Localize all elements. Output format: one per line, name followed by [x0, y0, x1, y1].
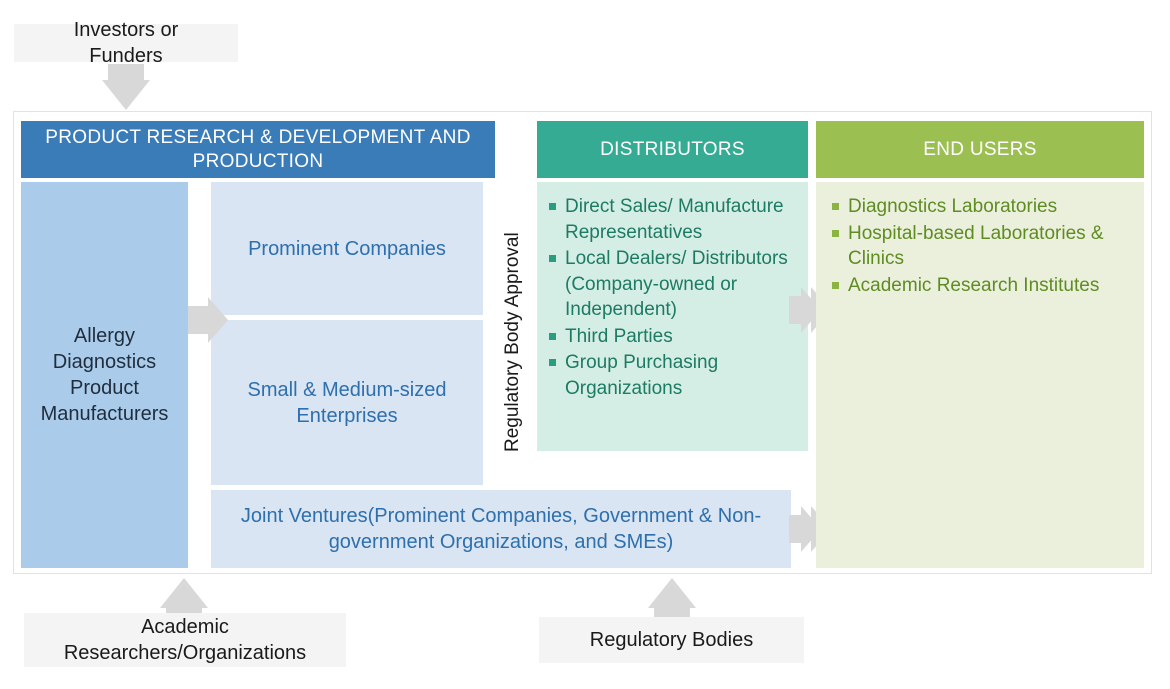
- block-joint-ventures: Joint Ventures(Prominent Companies, Gove…: [211, 490, 791, 568]
- column-header-end-users-label: END USERS: [923, 138, 1037, 160]
- panel-end-users: Diagnostics Laboratories Hospital-based …: [816, 182, 1144, 568]
- list-item: Third Parties: [547, 324, 798, 350]
- list-item: Hospital-based Laboratories & Clinics: [830, 221, 1134, 272]
- block-prominent-companies-label-wrap: Prominent Companies: [211, 182, 483, 315]
- block-joint-ventures-label: Joint Ventures(Prominent Companies, Gove…: [240, 505, 762, 553]
- panel-distributors: Direct Sales/ Manufacture Representative…: [537, 182, 808, 451]
- list-item: Direct Sales/ Manufacture Representative…: [547, 194, 798, 245]
- investors-or-funders-box: Investors or Funders: [14, 19, 238, 67]
- arrow-academic-up: [160, 578, 208, 624]
- block-prominent-companies-label: Prominent Companies: [248, 237, 446, 260]
- academic-researchers-box: Academic Researchers/Organizations: [24, 613, 346, 667]
- column-header-distributors: DISTRIBUTORS: [537, 121, 808, 178]
- block-smes-label: Small & Medium-sized Enterprises: [247, 378, 447, 427]
- arrow-manufacturers-to-companies: [188, 297, 228, 343]
- list-item: Local Dealers/ Distributors (Company-own…: [547, 246, 798, 323]
- block-prominent-companies: Prominent Companies: [211, 182, 483, 315]
- block-manufacturers-label: Allergy Diagnostics Product Manufacturer…: [40, 325, 169, 425]
- column-header-distributors-label: DISTRIBUTORS: [600, 138, 745, 160]
- block-joint-ventures-label-wrap: Joint Ventures(Prominent Companies, Gove…: [211, 490, 791, 568]
- distributors-list: Direct Sales/ Manufacture Representative…: [537, 182, 808, 402]
- regulatory-bodies-box: Regulatory Bodies: [539, 617, 804, 663]
- arrow-regulatory-up: [648, 578, 696, 624]
- investors-or-funders-label: Investors or Funders: [73, 19, 179, 67]
- block-manufacturers-label-wrap: Allergy Diagnostics Product Manufacturer…: [21, 182, 188, 568]
- block-manufacturers: Allergy Diagnostics Product Manufacturer…: [21, 182, 188, 568]
- list-item: Diagnostics Laboratories: [830, 194, 1134, 220]
- column-header-product-rd-label: PRODUCT RESEARCH & DEVELOPMENT AND PRODU…: [45, 126, 471, 172]
- regulatory-body-approval-text: Regulatory Body Approval: [502, 232, 523, 452]
- end-users-list: Diagnostics Laboratories Hospital-based …: [816, 182, 1144, 299]
- regulatory-body-approval-label: Regulatory Body Approval: [502, 232, 524, 452]
- block-smes: Small & Medium-sized Enterprises: [211, 320, 483, 485]
- column-header-product-rd: PRODUCT RESEARCH & DEVELOPMENT AND PRODU…: [21, 121, 495, 178]
- arrow-investors-down: [102, 64, 150, 110]
- academic-researchers-label: Academic Researchers/Organizations: [63, 616, 307, 664]
- block-smes-label-wrap: Small & Medium-sized Enterprises: [211, 320, 483, 485]
- column-header-end-users: END USERS: [816, 121, 1144, 178]
- list-item: Academic Research Institutes: [830, 273, 1134, 299]
- list-item: Group Purchasing Organizations: [547, 350, 798, 401]
- regulatory-bodies-label: Regulatory Bodies: [589, 629, 754, 651]
